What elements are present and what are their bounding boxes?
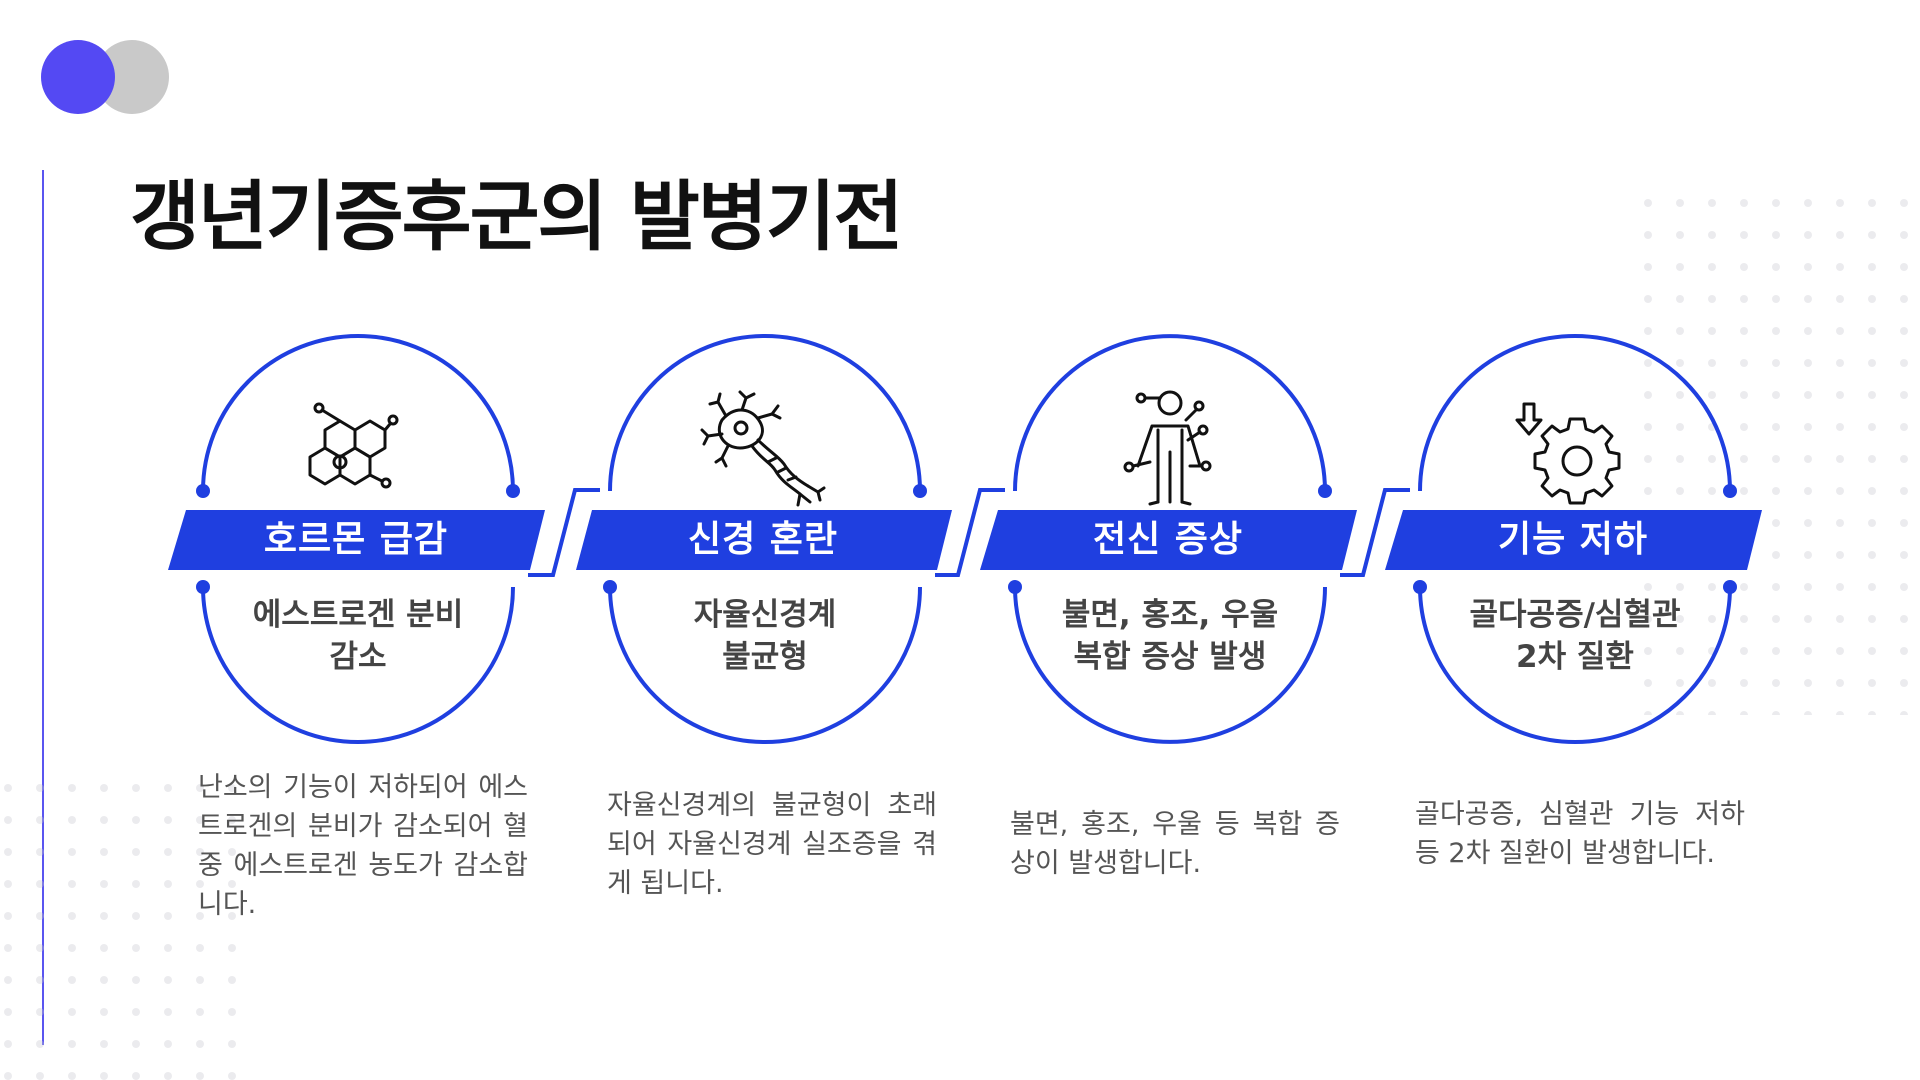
molecule-icon	[308, 402, 399, 489]
neuron-icon	[700, 390, 826, 507]
step-1-subtitle-line2: 감소	[329, 639, 387, 675]
step-2-graphic	[576, 334, 952, 744]
connector-1-2	[528, 488, 600, 577]
step-3-subtitle: 불면, 홍조, 우울 복합 증상 발생	[1020, 594, 1320, 678]
body-symptoms-icon	[1123, 390, 1212, 506]
dot-grid-bottom-left	[0, 780, 250, 1080]
step-4-subtitle-line2: 2차 질환	[1516, 639, 1634, 675]
connector-2-3	[935, 488, 1005, 577]
step-2-title: 신경 혼란	[687, 519, 838, 560]
step-4-title: 기능 저하	[1497, 519, 1648, 560]
step-2-subtitle-line1: 자율신경계	[693, 597, 837, 633]
step-1-graphic	[168, 334, 545, 744]
step-2-description: 자율신경계의 불균형이 초래되어 자율신경계 실조증을 겪게 됩니다.	[607, 790, 937, 899]
dot-grid-top-right	[1640, 195, 1920, 715]
step-1-description: 난소의 기능이 저하되어 에스트로겐의 분비가 감소되어 혈중 에스트로겐 농도…	[198, 772, 528, 920]
step-4-description: 골다공증, 심혈관 기능 저하 등 2차 질환이 발생합니다.	[1415, 799, 1745, 869]
vertical-accent-line	[42, 170, 44, 1045]
step-2-subtitle-line2: 불균형	[722, 639, 808, 675]
connector-3-4	[1340, 488, 1410, 577]
step-1-title: 호르몬 급감	[263, 519, 449, 560]
step-3-title: 전신 증상	[1092, 519, 1243, 560]
decor-circle-blue	[41, 40, 115, 114]
step-3-subtitle-line2: 복합 증상 발생	[1073, 639, 1267, 675]
step-4-subtitle-line1: 골다공증/심혈관	[1469, 597, 1681, 633]
step-2-subtitle: 자율신경계 불균형	[615, 594, 915, 678]
page-title: 갱년기증후군의 발병기전	[130, 172, 904, 261]
step-4-graphic	[1385, 334, 1762, 744]
step-3-subtitle-line1: 불면, 홍조, 우울	[1061, 597, 1279, 633]
step-1-subtitle: 에스트로겐 분비 감소	[208, 594, 508, 678]
step-3-graphic	[980, 334, 1357, 744]
step-4-subtitle: 골다공증/심혈관 2차 질환	[1425, 594, 1725, 678]
gear-down-icon	[1515, 402, 1621, 505]
step-3-description: 불면, 홍조, 우울 등 복합 증상이 발생합니다.	[1010, 809, 1340, 879]
step-1-subtitle-line1: 에스트로겐 분비	[252, 597, 464, 633]
